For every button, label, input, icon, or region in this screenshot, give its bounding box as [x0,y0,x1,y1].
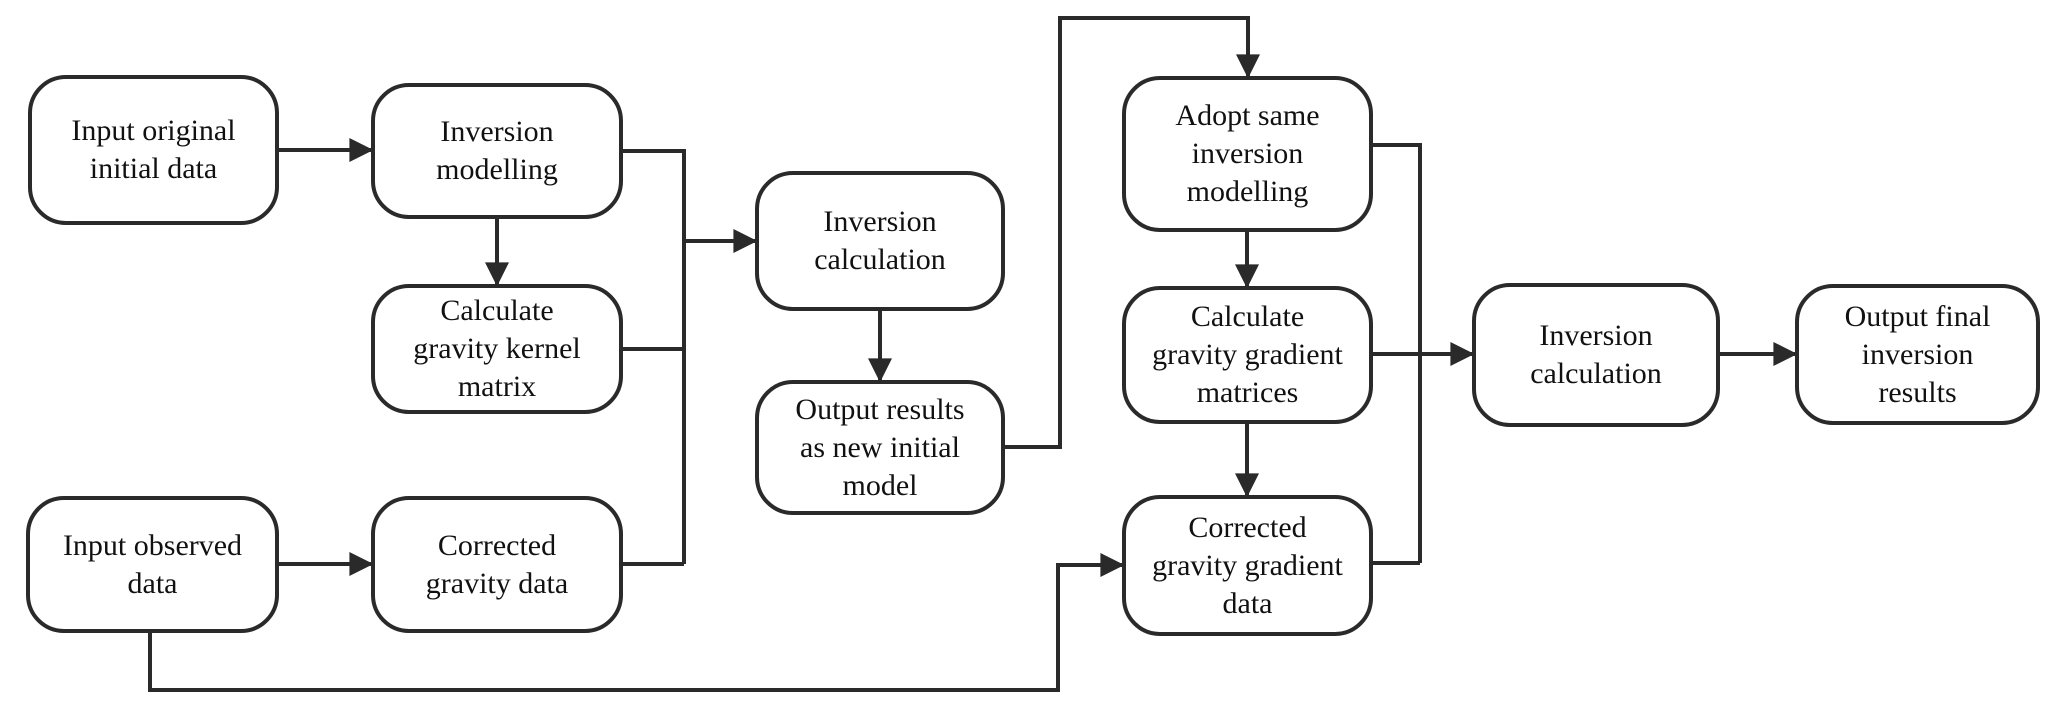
node-input-original-initial-data: Input original initial data [28,75,279,225]
connector-trunk-right [1373,143,1422,563]
edge-input-observed-to-gradient-data [148,553,1125,692]
node-corrected-gravity-gradient-data: Corrected gravity gradient data [1122,495,1373,636]
node-corrected-gravity-data: Corrected gravity data [371,496,623,633]
connector-trunk-left [623,149,686,564]
edge-output-results-to-adopt-same-modelling [1005,16,1260,449]
node-inversion-calculation-second: Inversion calculation [1472,283,1720,427]
node-output-final-inversion-results: Output final inversion results [1795,284,2040,425]
node-calculate-gravity-gradient-matrices: Calculate gravity gradient matrices [1122,286,1373,424]
node-input-observed-data: Input observed data [26,496,279,633]
node-adopt-same-inversion-modelling: Adopt same inversion modelling [1122,76,1373,232]
node-output-results-as-new-initial-model: Output results as new initial model [755,380,1005,515]
node-inversion-modelling: Inversion modelling [371,83,623,219]
node-inversion-calculation-first: Inversion calculation [755,171,1005,311]
node-calculate-gravity-kernel-matrix: Calculate gravity kernel matrix [371,284,623,414]
